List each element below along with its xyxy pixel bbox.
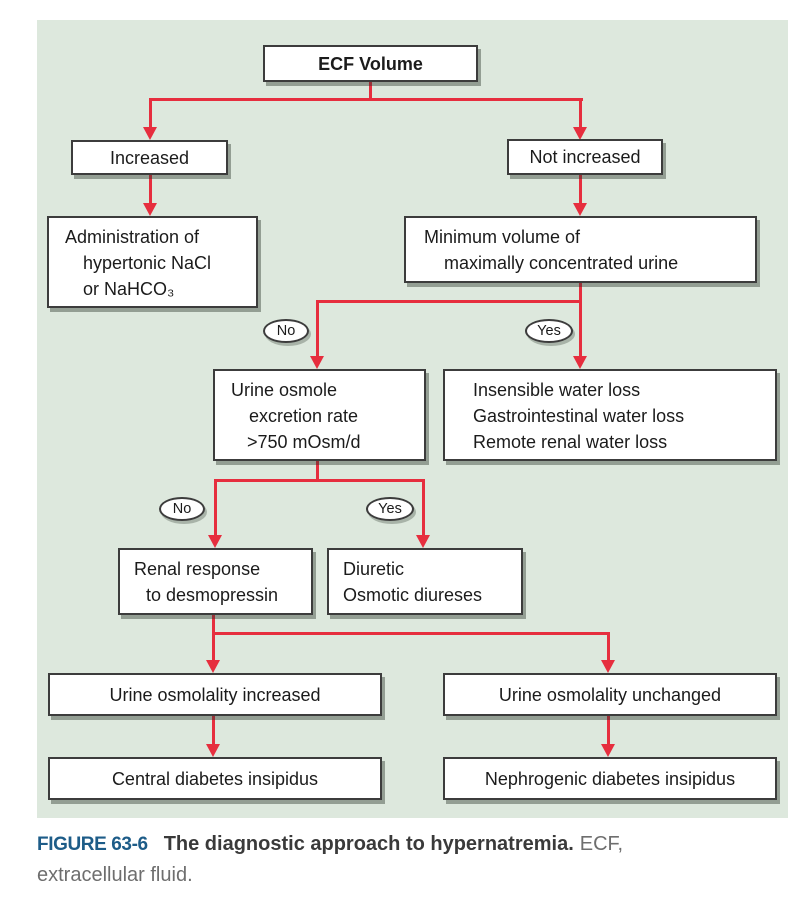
node-osmolality-unchanged-label: Urine osmolality unchanged xyxy=(498,684,722,705)
arrowhead-to-increased xyxy=(143,127,157,140)
arrow-split3-horizontal xyxy=(214,479,425,482)
arrowhead-to-central xyxy=(206,744,220,757)
arrowhead-to-diuretic xyxy=(416,535,430,548)
arrow-split4-horizontal xyxy=(212,632,610,635)
arrowhead-to-nephrogenic xyxy=(601,744,615,757)
node-water-loss-causes: Insensible water loss Gastrointestinal w… xyxy=(443,369,777,461)
arrow-to-central-line xyxy=(212,716,215,745)
node-nephrogenic-di-label: Nephrogenic diabetes insipidus xyxy=(484,768,736,789)
node-diuretic-line2: Osmotic diureses xyxy=(343,585,483,605)
caption-label: FIGURE 63-6 xyxy=(37,834,148,855)
arrowhead-to-urine-osmole xyxy=(310,356,324,369)
decision-no-1-label: No xyxy=(276,323,296,339)
node-water-loss-line2: Gastrointestinal water loss xyxy=(473,406,685,426)
caption-title: The diagnostic approach to hypernatremia… xyxy=(163,833,574,855)
decision-yes-1-label: Yes xyxy=(537,323,561,339)
node-diuretic-osmotic: Diuretic Osmotic diureses xyxy=(327,548,523,615)
node-increased: Increased xyxy=(71,140,228,175)
arrowhead-to-osm-unchanged xyxy=(601,660,615,673)
node-minimum-volume-line2: maximally concentrated urine xyxy=(444,253,679,273)
arrow-renal-stub xyxy=(212,615,215,635)
node-administration-line3: or NaHCO₃ xyxy=(83,279,175,299)
arrow-to-osm-increased-line xyxy=(212,632,215,661)
node-water-loss-line1: Insensible water loss xyxy=(473,380,641,400)
decision-oval-no-2: No xyxy=(159,497,205,521)
node-not-increased: Not increased xyxy=(507,139,663,175)
node-renal-response-line1: Renal response xyxy=(134,559,261,579)
arrow-urine-osmole-stub xyxy=(316,461,319,482)
arrow-to-urine-osmole-line xyxy=(316,300,319,357)
arrow-to-nephrogenic-line xyxy=(607,716,610,745)
figure-caption: FIGURE 63-6 The diagnostic approach to hy… xyxy=(37,829,777,890)
node-minimum-volume-line1: Minimum volume of xyxy=(424,227,581,247)
caption-abbreviation: ECF, xyxy=(579,833,624,855)
decision-oval-yes-1: Yes xyxy=(525,319,573,343)
node-osmolality-unchanged: Urine osmolality unchanged xyxy=(443,673,777,716)
arrowhead-to-admin xyxy=(143,203,157,216)
arrow-increased-to-admin-line xyxy=(149,174,152,204)
arrowhead-to-insensible xyxy=(573,356,587,369)
node-administration: Administration of hypertonic NaCl or NaH… xyxy=(47,216,258,308)
arrow-split1-horizontal xyxy=(149,98,583,101)
arrow-ecf-stub xyxy=(369,81,372,101)
node-urine-osmole-line3: >750 mOsm/d xyxy=(247,432,361,452)
decision-no-2-label: No xyxy=(172,501,192,517)
node-not-increased-label: Not increased xyxy=(529,147,641,167)
node-water-loss-line3: Remote renal water loss xyxy=(473,432,668,452)
decision-oval-yes-2: Yes xyxy=(366,497,414,521)
arrow-split2-horizontal xyxy=(316,300,582,303)
arrow-to-renal-line xyxy=(214,479,217,536)
arrowhead-to-osm-increased xyxy=(206,660,220,673)
node-administration-line1: Administration of xyxy=(65,227,200,247)
node-urine-osmole-rate: Urine osmole excretion rate >750 mOsm/d xyxy=(213,369,426,461)
node-urine-osmole-line2: excretion rate xyxy=(249,406,359,426)
caption-line2: extracellular fluid. xyxy=(37,864,193,886)
decision-yes-2-label: Yes xyxy=(378,501,402,517)
arrow-minvol-down-line xyxy=(579,283,582,357)
node-increased-label: Increased xyxy=(109,147,190,168)
arrow-to-diuretic-line xyxy=(422,479,425,536)
arrowhead-to-minvol xyxy=(573,203,587,216)
arrow-notincreased-to-minvol-line xyxy=(579,174,582,204)
arrowhead-to-not-increased xyxy=(573,127,587,140)
node-osmolality-increased: Urine osmolality increased xyxy=(48,673,382,716)
node-ecf-volume: ECF Volume xyxy=(263,45,478,82)
node-central-di-label: Central diabetes insipidus xyxy=(111,768,319,789)
node-renal-response: Renal response to desmopressin xyxy=(118,548,313,615)
decision-oval-no-1: No xyxy=(263,319,309,343)
arrow-to-not-increased-line xyxy=(579,98,582,128)
node-osmolality-increased-label: Urine osmolality increased xyxy=(109,684,321,705)
arrow-to-osm-unchanged-line xyxy=(607,632,610,661)
node-urine-osmole-line1: Urine osmole xyxy=(231,380,338,400)
arrow-to-increased-line xyxy=(149,98,152,128)
node-central-diabetes-insipidus: Central diabetes insipidus xyxy=(48,757,382,800)
node-ecf-volume-label: ECF Volume xyxy=(318,53,423,74)
node-minimum-volume: Minimum volume of maximally concentrated… xyxy=(404,216,757,283)
node-diuretic-line1: Diuretic xyxy=(343,559,405,579)
node-renal-response-line2: to desmopressin xyxy=(146,585,279,605)
arrowhead-to-renal xyxy=(208,535,222,548)
node-nephrogenic-diabetes-insipidus: Nephrogenic diabetes insipidus xyxy=(443,757,777,800)
caption-line1: FIGURE 63-6 The diagnostic approach to hy… xyxy=(37,829,777,860)
node-administration-line2: hypertonic NaCl xyxy=(83,253,212,273)
